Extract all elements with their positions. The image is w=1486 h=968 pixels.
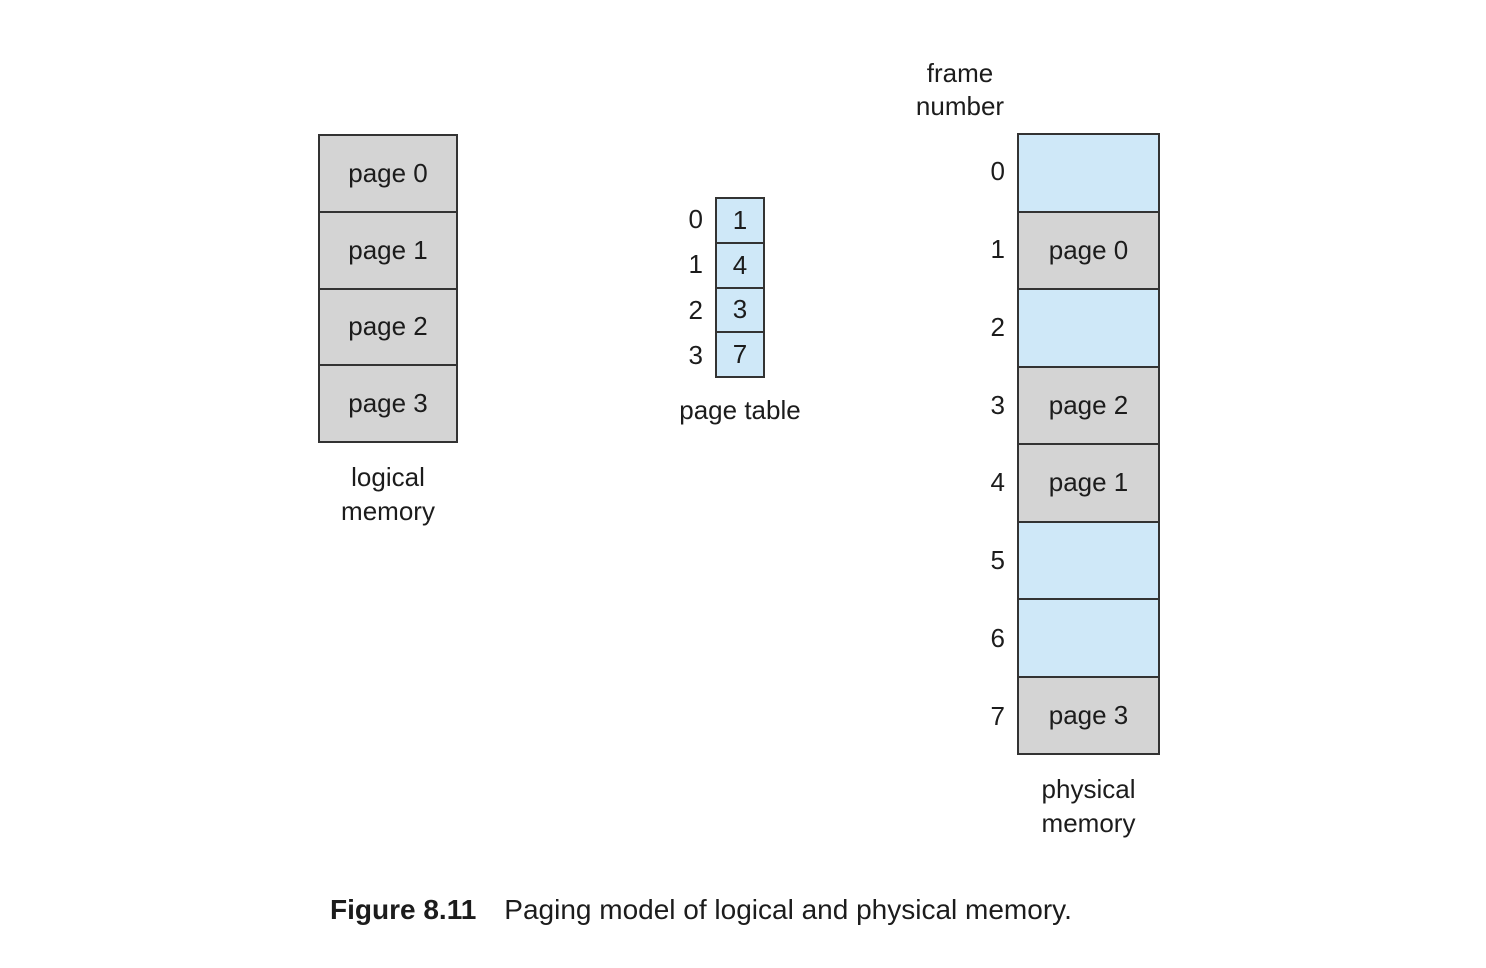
frame-number: 7 (990, 700, 1005, 731)
frame-number: 5 (990, 545, 1005, 576)
page-table-cell: 1 (717, 199, 763, 244)
frame-number-header-line: frame (926, 58, 994, 88)
logical-memory-box: page 0 page 1 page 2 page 3 (318, 134, 458, 443)
physical-memory-box: page 0 page 2 page 1 page 3 (1017, 133, 1160, 755)
physical-memory-frame (1019, 522, 1158, 600)
physical-memory-frame (1019, 600, 1158, 678)
frame-number: 2 (990, 311, 1005, 342)
physical-memory-label: physical memory (1012, 772, 1165, 840)
logical-memory-label: logical memory (308, 460, 468, 528)
figure-caption: Figure 8.11 Paging model of logical and … (330, 894, 1072, 926)
page-table-label: page table (679, 395, 801, 425)
figure-caption-text: Paging model of logical and physical mem… (504, 894, 1072, 925)
logical-memory-cell: page 1 (320, 212, 456, 290)
page-table-index: 3 (688, 339, 703, 370)
frame-number-column: 0 1 2 3 4 5 6 7 (945, 133, 1005, 755)
page-table-cell: 3 (717, 288, 763, 334)
frame-number: 0 (990, 156, 1005, 187)
frame-number: 6 (990, 622, 1005, 653)
frame-number-header: frame number (903, 57, 1017, 123)
frame-number: 1 (990, 234, 1005, 265)
page-table-cell: 7 (717, 333, 763, 376)
physical-memory-frame (1019, 290, 1158, 368)
frame-number: 4 (990, 467, 1005, 498)
frame-number-header-line: number (915, 91, 1005, 121)
logical-memory-cell: page 0 (320, 136, 456, 213)
page-table-index: 1 (688, 249, 703, 280)
physical-memory-label-line: memory (1041, 808, 1136, 838)
page-table-index: 0 (688, 204, 703, 235)
physical-memory-frame (1019, 135, 1158, 213)
logical-memory-label-line: memory (341, 496, 435, 526)
logical-memory-label-line: logical (351, 462, 425, 492)
physical-memory-frame: page 2 (1019, 367, 1158, 445)
physical-memory-frame: page 0 (1019, 212, 1158, 290)
page-table-box: 1 4 3 7 (715, 197, 765, 378)
physical-memory-label-line: physical (1041, 774, 1136, 804)
page-table-cell: 4 (717, 243, 763, 289)
logical-memory-cell: page 2 (320, 289, 456, 367)
figure-caption-label: Figure 8.11 (330, 894, 477, 925)
logical-memory-cell: page 3 (320, 366, 456, 441)
page-table-index: 2 (688, 294, 703, 325)
physical-memory-frame: page 1 (1019, 445, 1158, 523)
frame-number: 3 (990, 389, 1005, 420)
page-table-index-column: 0 1 2 3 (655, 197, 703, 378)
physical-memory-frame: page 3 (1019, 677, 1158, 753)
